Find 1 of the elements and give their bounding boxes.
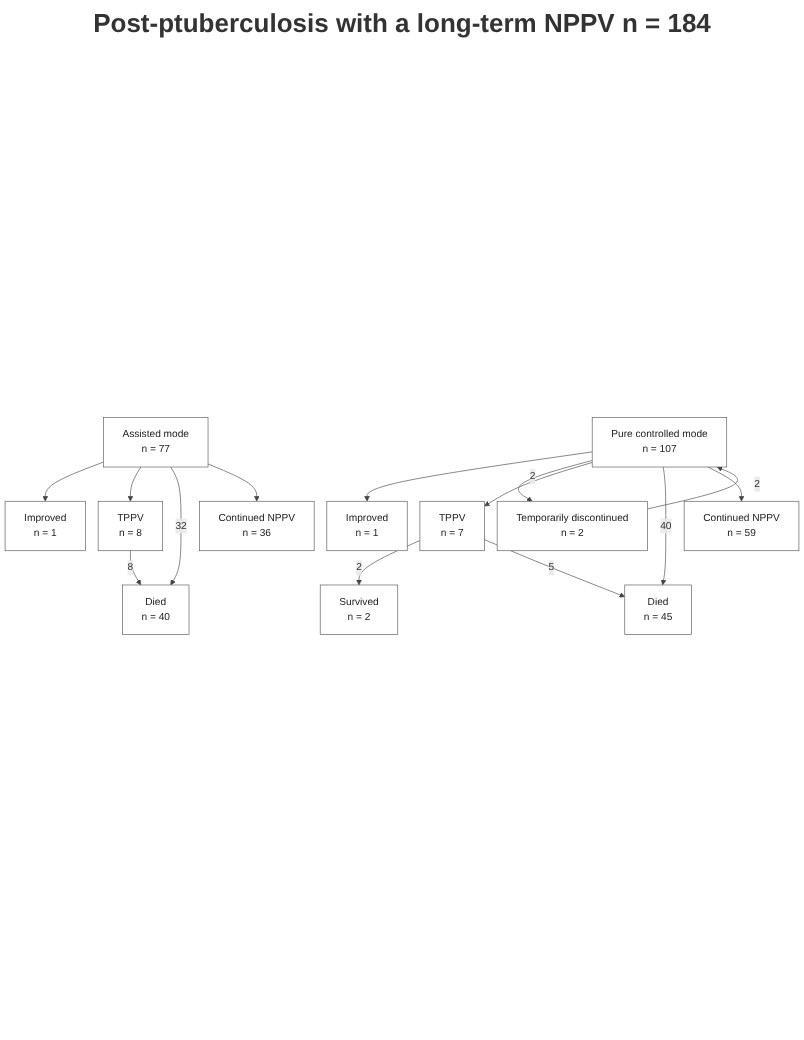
- diagram-title: Post-ptuberculosis with a long-term NPPV n = 184: [91, 6, 713, 42]
